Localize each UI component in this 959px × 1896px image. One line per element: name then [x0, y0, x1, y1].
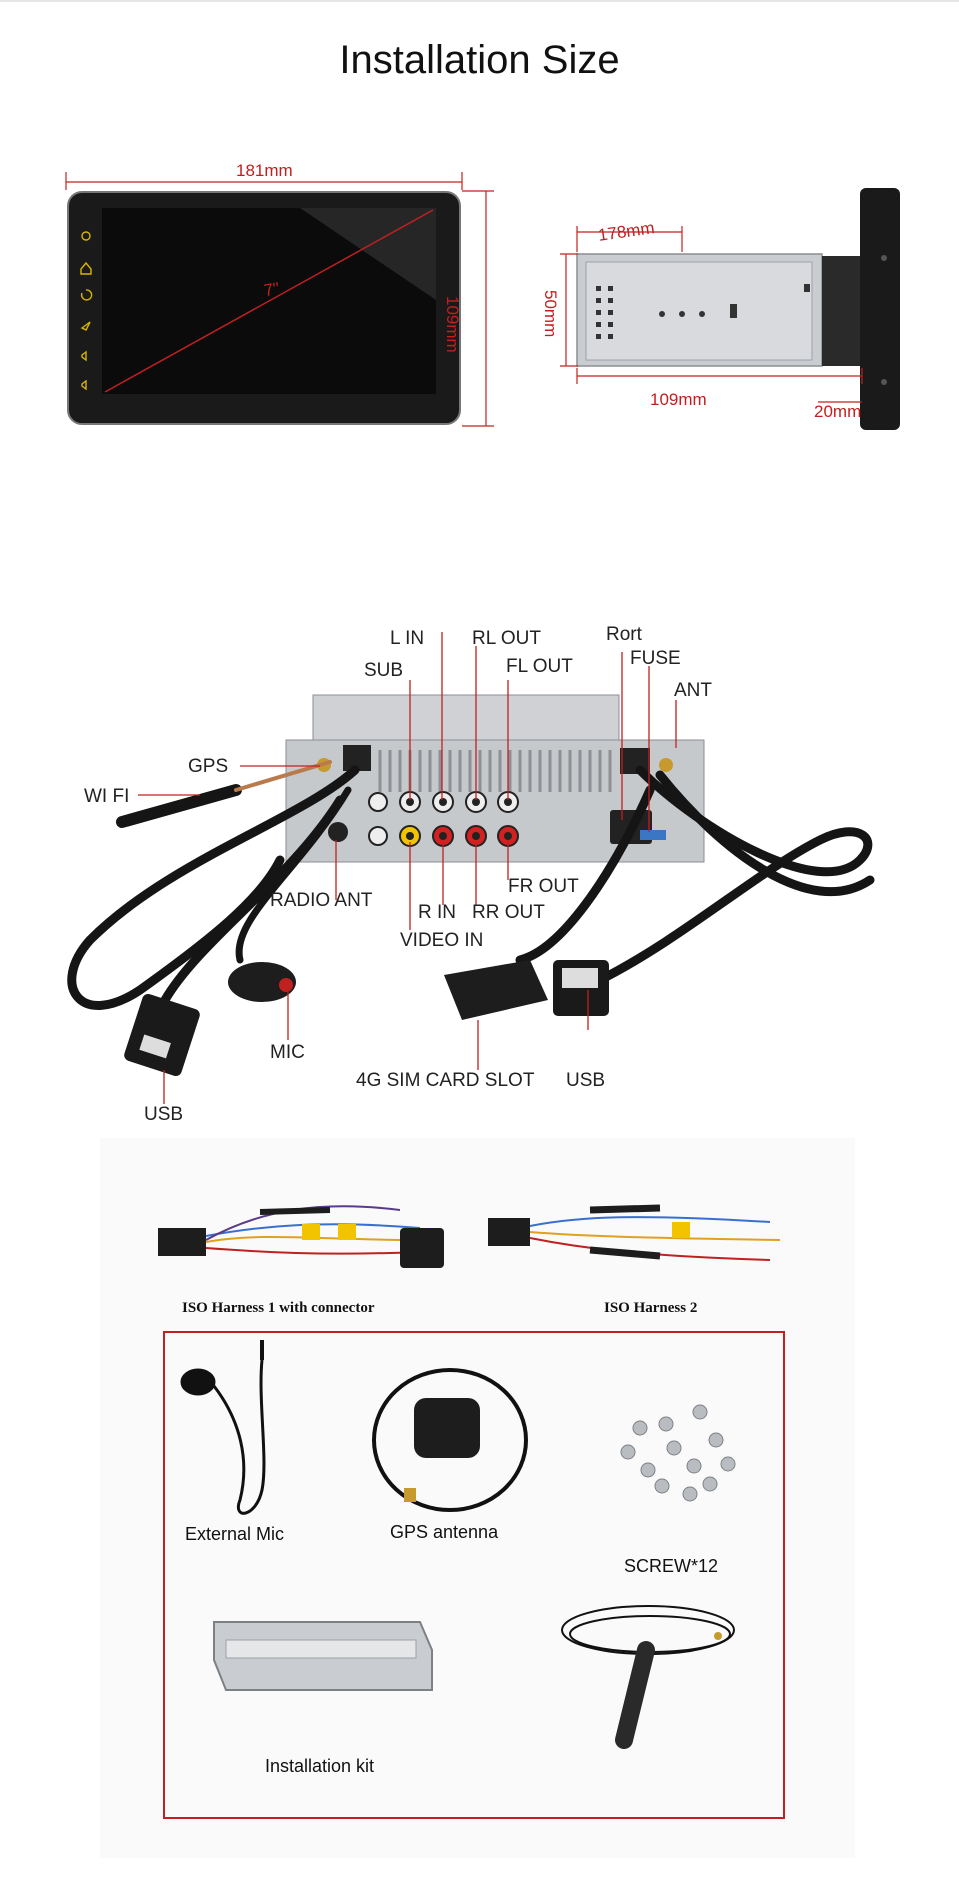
port-label-usb-right: USB: [566, 1070, 606, 1091]
installation-kit-shape: [213, 1621, 433, 1691]
accessory-panel-bg: [100, 1138, 855, 1858]
front-height-label: 109mm: [443, 296, 462, 353]
screws-shape: [620, 1404, 736, 1502]
external-mic-shape: [180, 1340, 266, 1515]
side-view-unit: [576, 188, 900, 430]
screws-label: SCREW*12: [624, 1556, 719, 1576]
mic-jack-shape: [228, 962, 296, 1002]
port-label-video-in: VIDEO IN: [400, 930, 484, 951]
port-label-rl-out: RL OUT: [472, 628, 541, 649]
usb-connector-right-shape: [553, 960, 609, 1016]
rear-panel-unit: [285, 694, 705, 863]
port-label-radio-ant: RADIO ANT: [270, 890, 373, 911]
port-label-r-in: R IN: [418, 902, 456, 923]
port-label-gps: GPS: [188, 756, 229, 777]
radio-antenna-shape: [561, 1605, 735, 1749]
port-label-usb-left: USB: [144, 1104, 184, 1125]
front-width-label: 181mm: [236, 161, 293, 180]
side-height-label: 50mm: [541, 290, 560, 338]
port-label-sim-slot: 4G SIM CARD SLOT: [356, 1070, 535, 1091]
front-view-unit: [67, 191, 461, 425]
harness1-shape: [158, 1205, 444, 1268]
harness2-label: ISO Harness 2: [604, 1300, 698, 1316]
port-label-sub: SUB: [364, 660, 404, 681]
panel-thickness-label: 20mm: [814, 402, 862, 421]
port-label-ant: ANT: [674, 680, 712, 701]
harness2-shape: [488, 1204, 781, 1261]
harness1-label: ISO Harness 1 with connector: [182, 1300, 375, 1316]
screen-diagonal-label: 7": [262, 278, 281, 301]
page-title: Installation Size: [339, 38, 620, 82]
rear-cables: [67, 760, 875, 1010]
port-label-mic: MIC: [270, 1042, 305, 1063]
gps-antenna-shape: [372, 1368, 528, 1512]
port-label-rr-out: RR OUT: [472, 902, 545, 923]
front-side-buttons: [80, 231, 93, 391]
port-label-rort: Rort: [606, 624, 642, 645]
sim-slot-shape: [444, 960, 548, 1020]
installation-kit-label: Installation kit: [265, 1756, 375, 1776]
side-dimension-lines: [560, 226, 863, 403]
port-label-wifi: WI FI: [84, 786, 130, 807]
port-label-fuse: FUSE: [630, 648, 681, 669]
port-label-l-in: L IN: [390, 628, 425, 649]
port-pointer-lines: [138, 632, 677, 1104]
port-label-fl-out: FL OUT: [506, 656, 573, 677]
usb-connector-left-shape: [124, 994, 200, 1076]
gps-antenna-label: GPS antenna: [390, 1522, 499, 1542]
side-depth-label: 109mm: [650, 390, 707, 409]
front-dimension-lines: [65, 172, 494, 427]
accessories-box-frame: [163, 1331, 785, 1819]
port-label-fr-out: FR OUT: [508, 876, 579, 897]
external-mic-label: External Mic: [185, 1524, 285, 1544]
